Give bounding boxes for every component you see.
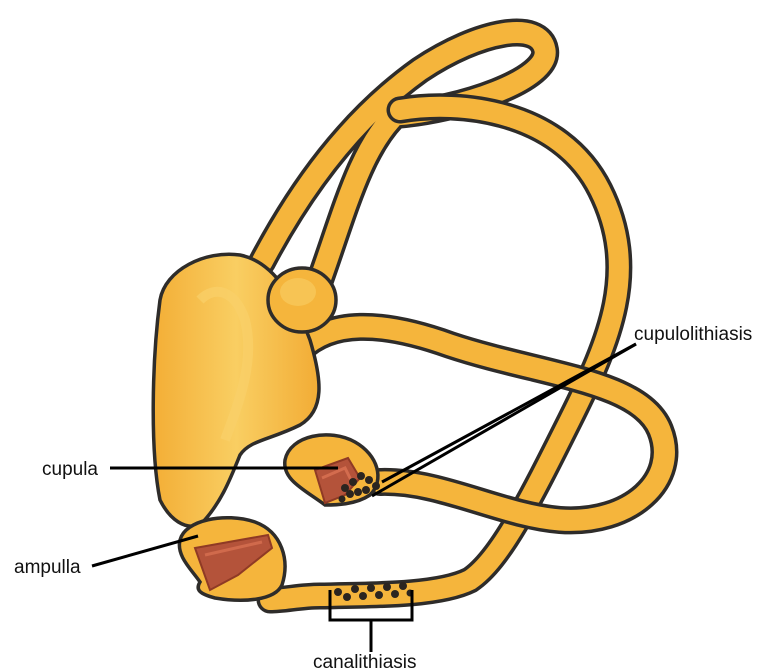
particle [346,490,354,498]
cupula-label: cupula [42,459,98,480]
particle [351,585,359,593]
canalithiasis-label: canalithiasis [313,652,417,670]
particle [349,478,357,486]
particle [372,482,380,490]
particle [391,590,399,598]
particle [343,593,351,601]
particle [362,486,370,494]
particle [339,496,346,503]
cupula-ampulla [285,435,378,505]
particle [357,472,365,480]
lower-ampulla [179,518,285,601]
particle [367,584,375,592]
particle [359,592,367,600]
ampulla-label: ampulla [14,557,81,578]
particle [334,588,342,596]
particle [399,582,407,590]
particle [365,476,373,484]
cupulolithiasis-label: cupulolithiasis [634,324,752,345]
particle [383,583,391,591]
particle [375,591,383,599]
particle [354,488,362,496]
